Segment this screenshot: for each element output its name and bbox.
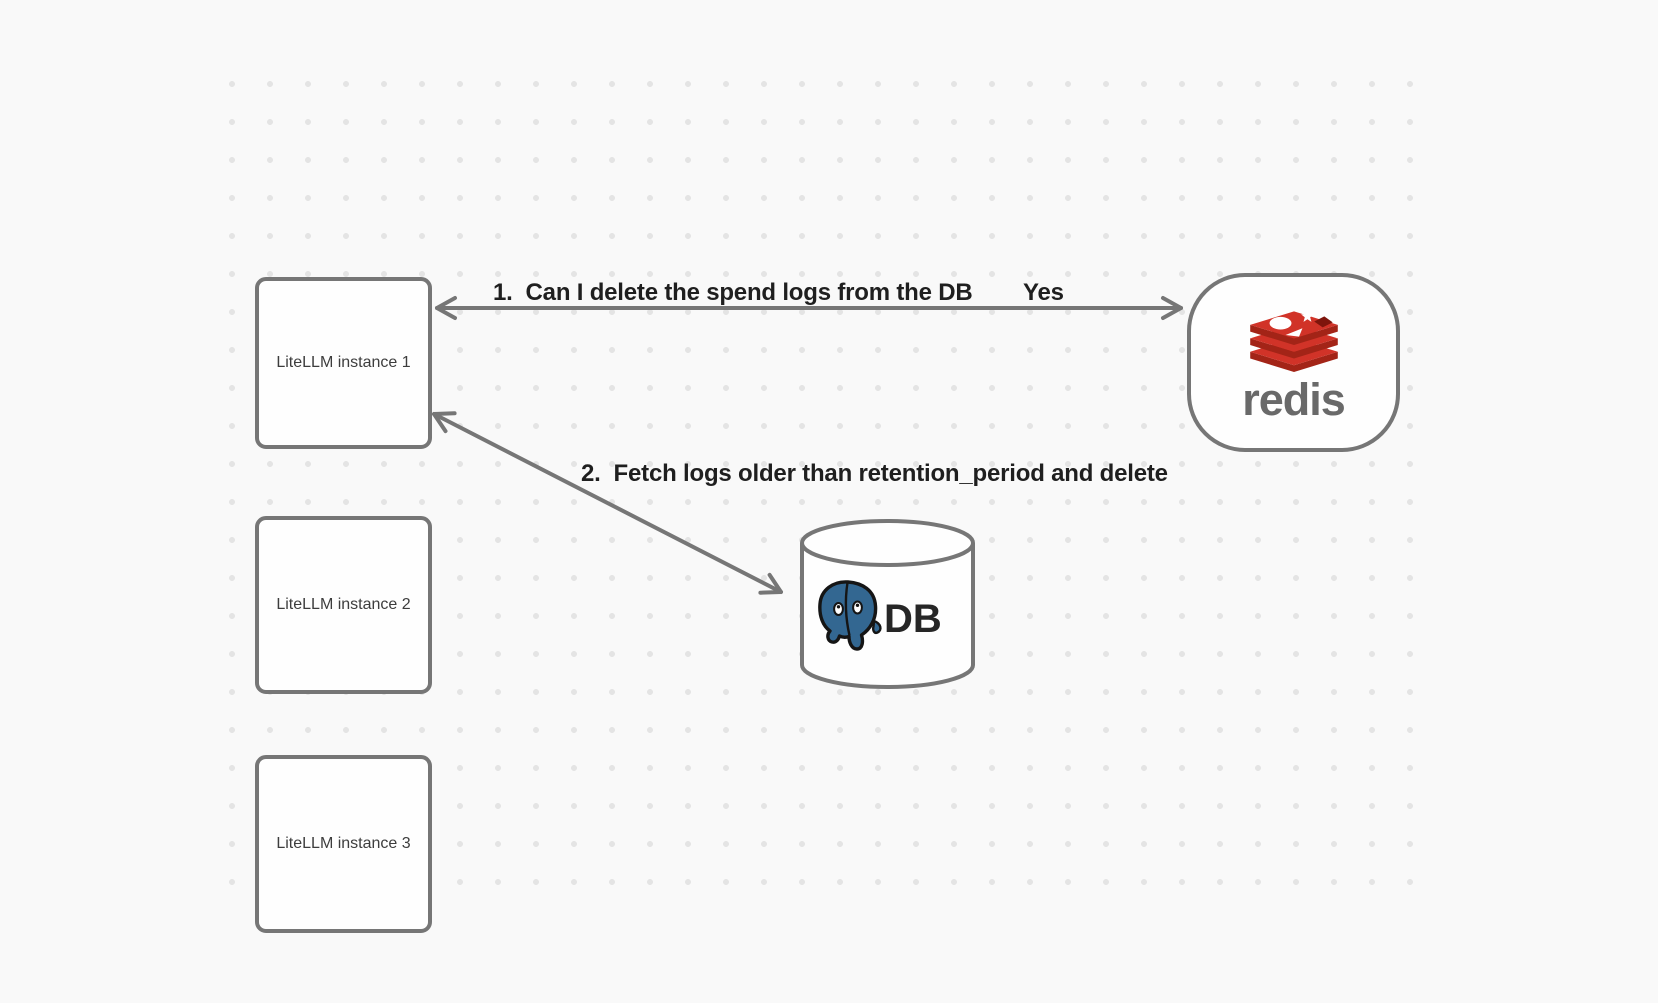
node-label: LiteLLM instance 3 [276, 835, 411, 852]
node-litellm-instance-2: LiteLLM instance 2 [255, 516, 432, 694]
arrow-1-label: 1. Can I delete the spend logs from the … [493, 279, 973, 306]
node-label: LiteLLM instance 2 [276, 596, 411, 613]
redis-wordmark: redis [1242, 374, 1346, 425]
arrow-1-response: Yes [1023, 279, 1064, 306]
postgresql-logo-icon [818, 580, 882, 651]
node-litellm-instance-3: LiteLLM instance 3 [255, 755, 432, 933]
node-database: DB [800, 519, 975, 689]
arrow-2-label: 2. Fetch logs older than retention_perio… [581, 460, 1168, 487]
node-label: LiteLLM instance 1 [276, 354, 411, 371]
database-cylinder-shape [800, 519, 975, 689]
node-redis: redis [1187, 273, 1400, 452]
node-litellm-instance-1: LiteLLM instance 1 [255, 277, 432, 449]
redis-logo-icon [1249, 309, 1338, 372]
database-label: DB [884, 597, 942, 641]
